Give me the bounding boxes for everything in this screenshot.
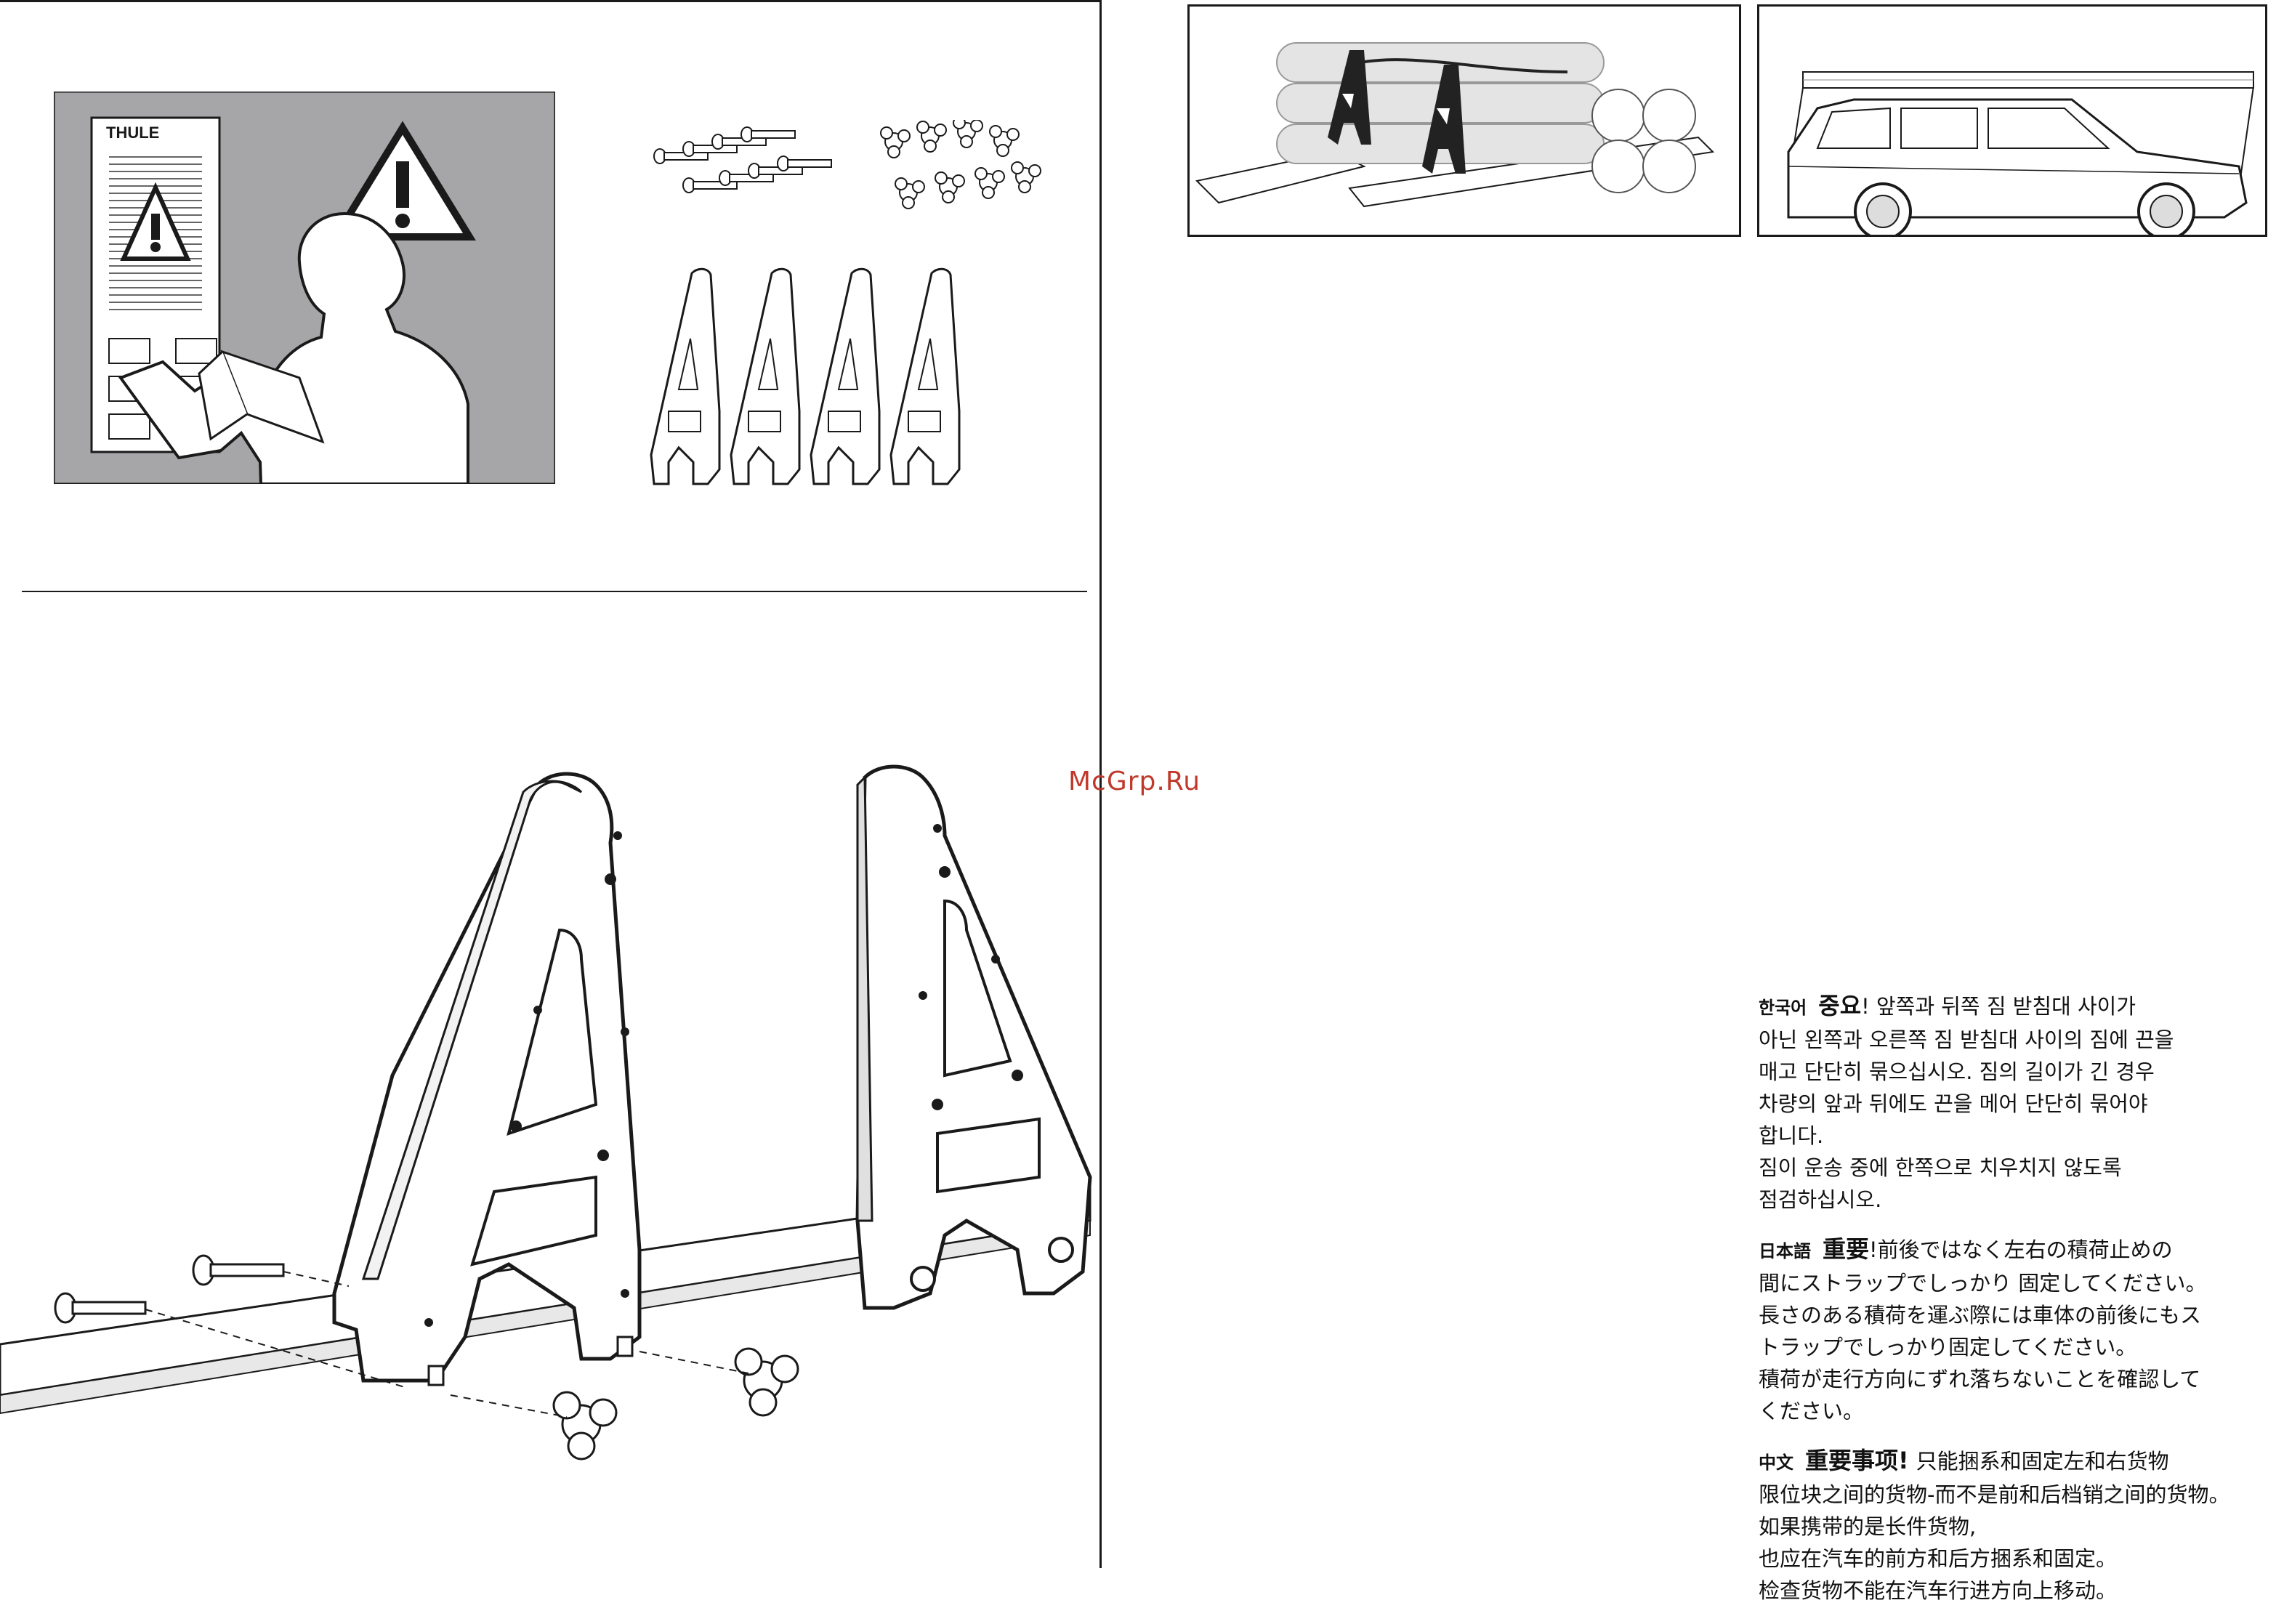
- knob-nut-icon: [552, 1347, 799, 1461]
- note-line: !前後ではなく左右の積荷止めの: [1869, 1237, 2173, 1262]
- usage-image-pipes: [1187, 4, 1741, 237]
- bolts-group: [647, 124, 850, 218]
- note-line: 只能捆系和固定左和右货物: [1916, 1449, 2169, 1474]
- left-page-frame: [0, 0, 1102, 1568]
- read-instructions-panel: THULE: [54, 92, 555, 484]
- note-line: トラップでしっかり固定してください。: [1759, 1335, 2137, 1360]
- left-load-stop: [332, 772, 642, 1386]
- right-load-stop: [855, 764, 1092, 1310]
- note-japanese: 日本語重要!前後ではなく左右の積荷止めの 間にストラップでしっかり 固定してくだ…: [1759, 1233, 2267, 1427]
- lang-label-chinese: 中文: [1759, 1453, 1793, 1473]
- note-line: 限位块之间的货物-而不是前和后档销之间的货物。: [1759, 1482, 2230, 1507]
- note-korean: 한국어 중요! 앞쪽과 뒤쪽 짐 받침대 사이가 아닌 왼쪽과 오른쪽 짐 받침대…: [1759, 990, 2267, 1216]
- note-line: 也应在汽车的前方和后方捆系和固定。: [1759, 1546, 2118, 1571]
- notes-block: 한국어 중요! 앞쪽과 뒤쪽 짐 받침대 사이가 아닌 왼쪽과 오른쪽 짐 받침대…: [1759, 990, 2267, 1624]
- load-stops-set: [639, 262, 1017, 494]
- note-line: 합니다.: [1759, 1123, 1824, 1148]
- bolt-icon: [54, 1254, 285, 1324]
- important-japanese: 重要: [1823, 1235, 1870, 1263]
- watermark: McGrp.Ru: [1068, 767, 1201, 796]
- lang-label-japanese: 日本語: [1759, 1241, 1811, 1261]
- note-chinese: 中文重要事项! 只能捆系和固定左和右货物 限位块之间的货物-而不是前和后档销之间的…: [1759, 1445, 2267, 1607]
- note-line: ください。: [1759, 1399, 1865, 1423]
- note-line: ! 앞쪽과 뒤쪽 짐 받침대 사이가: [1861, 994, 2136, 1019]
- note-line: 점검하십시오.: [1759, 1187, 1882, 1212]
- note-line: 차량의 앞과 뒤에도 끈을 메어 단단히 묶어야: [1759, 1091, 2148, 1116]
- assembly-illustration: [0, 756, 1102, 1568]
- note-line: 매고 단단히 묶으십시오. 짐의 길이가 긴 경우: [1759, 1059, 2155, 1084]
- usage-image-car: [1757, 4, 2267, 237]
- brand-logo: THULE: [106, 124, 160, 142]
- section-divider: [22, 591, 1087, 592]
- important-chinese: 重要事项!: [1805, 1447, 1909, 1474]
- lang-label-korean: 한국어: [1759, 998, 1807, 1018]
- note-line: 아닌 왼쪽과 오른쪽 짐 받침대 사이의 짐에 끈을: [1759, 1027, 2174, 1052]
- note-line: 積荷が走行方向にずれ落ちないことを確認して: [1759, 1367, 2201, 1391]
- important-korean: 중요: [1818, 992, 1862, 1019]
- note-line: 检查货物不能在汽车行进方向上移动。: [1759, 1578, 2118, 1603]
- knobs-group: [879, 120, 1054, 222]
- note-line: 間にストラップでしっかり 固定してください。: [1759, 1271, 2207, 1296]
- note-line: 如果携带的是长件货物,: [1759, 1514, 1977, 1539]
- note-line: 짐이 운송 중에 한쪽으로 치우치지 않도록: [1759, 1155, 2122, 1180]
- note-line: 長さのある積荷を運ぶ際には車体の前後にもス: [1759, 1303, 2202, 1328]
